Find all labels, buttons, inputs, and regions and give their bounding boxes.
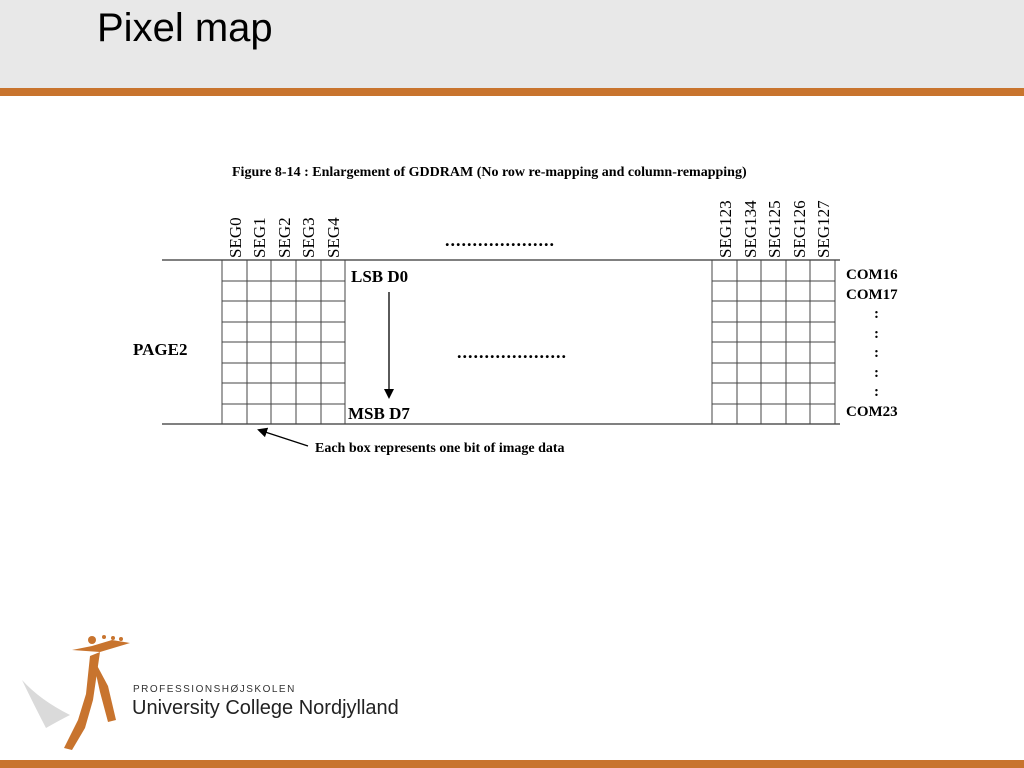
annotation-text: Each box represents one bit of image dat… <box>315 441 565 456</box>
dots-top: .................... <box>445 230 555 250</box>
com-label: COM23 <box>846 404 898 420</box>
com-labels: COM16 COM17 : : : : : COM23 <box>846 267 898 420</box>
seg-label: SEG126 <box>790 200 809 258</box>
com-label: COM16 <box>846 267 898 283</box>
bit-grid-left <box>221 260 346 424</box>
logo-figure-icon <box>22 635 130 750</box>
seg-label: SEG2 <box>275 217 294 258</box>
seg-label: SEG0 <box>226 217 245 258</box>
slide-title: Pixel map <box>97 6 273 50</box>
annotation-pointer <box>257 427 309 447</box>
seg-label: SEG4 <box>324 217 343 258</box>
figure-caption: Figure 8-14 : Enlargement of GDDRAM (No … <box>232 165 747 180</box>
footer-accent-bar <box>0 760 1024 768</box>
seg-labels-left: SEG0 SEG1 SEG2 SEG3 SEG4 <box>226 217 343 258</box>
com-label: COM17 <box>846 287 898 303</box>
msb-label: MSB D7 <box>348 404 410 423</box>
logo-college-name: University College Nordjylland <box>132 697 399 719</box>
com-label: : <box>874 306 879 322</box>
seg-label: SEG134 <box>741 200 760 258</box>
seg-label: SEG125 <box>765 200 784 258</box>
slide-header <box>0 0 1024 88</box>
seg-label: SEG1 <box>250 217 269 258</box>
seg-label: SEG3 <box>299 217 318 258</box>
seg-labels-right: SEG123 SEG134 SEG125 SEG126 SEG127 <box>716 200 833 258</box>
logo-institution-line: PROFESSIONSHØJSKOLEN <box>133 684 296 695</box>
com-label: : <box>874 384 879 400</box>
page-label: PAGE2 <box>133 340 187 359</box>
seg-label: SEG123 <box>716 200 735 258</box>
lsb-label: LSB D0 <box>351 267 408 286</box>
seg-label: SEG127 <box>814 200 833 258</box>
com-label: : <box>874 365 879 381</box>
header-accent-bar <box>0 88 1024 96</box>
com-label: : <box>874 345 879 361</box>
com-label: : <box>874 326 879 342</box>
bit-grid-right <box>711 260 836 424</box>
dots-middle: .................... <box>457 342 567 362</box>
